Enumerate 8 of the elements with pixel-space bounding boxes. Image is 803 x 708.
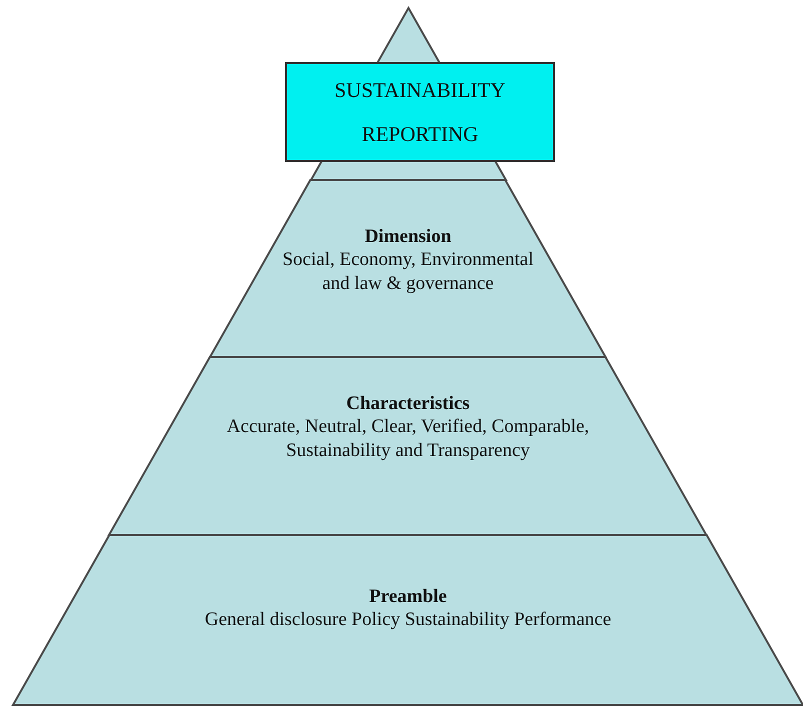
title-box — [285, 62, 555, 162]
band-heading: Dimension — [364, 226, 452, 248]
band-text: Social, Economy, Environmental and law & governance — [281, 248, 534, 296]
box-title: SUSTAINABILITY REPORTING — [334, 77, 506, 148]
band-text: Accurate, Neutral, Clear, Verified, Comparable, Sustainability and Transparency — [226, 415, 590, 463]
band-heading: Characteristics — [345, 393, 471, 415]
band-heading: Preamble — [368, 586, 448, 608]
band-text: General disclosure Policy Sustainability Performance — [204, 608, 612, 632]
